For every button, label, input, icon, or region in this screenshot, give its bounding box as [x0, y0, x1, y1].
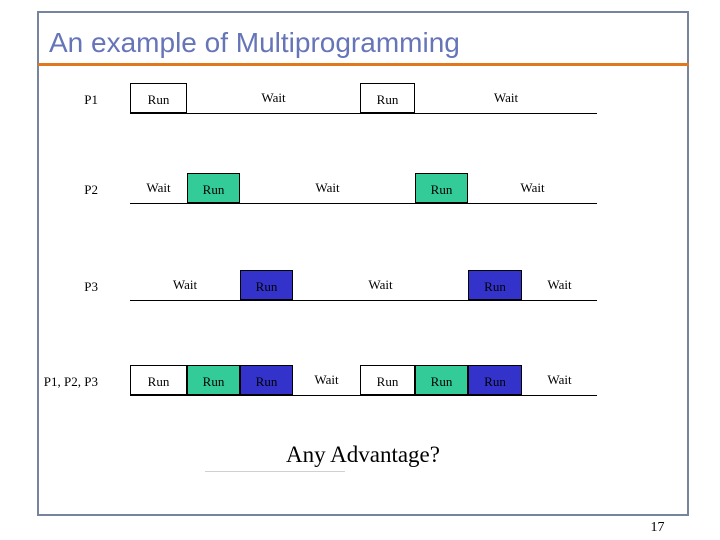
wait-label: Wait: [172, 277, 198, 292]
run-box: Run: [187, 365, 240, 395]
wait-label: Wait: [315, 180, 340, 195]
question-text: Any Advantage?: [286, 442, 440, 467]
run-box: Run: [360, 365, 415, 395]
wait-label: Wait: [314, 372, 339, 387]
row-label: P1: [84, 92, 98, 107]
run-box: Run: [130, 83, 187, 113]
wait-label: Wait: [146, 180, 171, 195]
timeline-baseline: [130, 113, 597, 114]
run-box: Run: [415, 173, 468, 203]
slide-title: An example of Multiprogramming: [49, 27, 460, 58]
run-box: Run: [187, 173, 240, 203]
placeholder-edge-line: [205, 471, 345, 472]
wait-label: Wait: [368, 277, 393, 292]
timeline-baseline: [130, 300, 597, 301]
timeline-baseline: [130, 203, 597, 204]
wait-label: Wait: [493, 90, 519, 105]
wait-label: Wait: [261, 90, 286, 105]
run-box: Run: [240, 365, 293, 395]
row-label: P3: [84, 279, 98, 294]
wait-label: Wait: [547, 372, 572, 387]
run-box: Run: [468, 270, 522, 300]
page-number: 17: [650, 520, 665, 535]
run-box: Run: [468, 365, 522, 395]
run-box: Run: [240, 270, 293, 300]
row-label: P1, P2, P3: [43, 374, 98, 389]
row-label: P2: [84, 182, 98, 197]
run-box: Run: [415, 365, 468, 395]
wait-label: Wait: [520, 180, 545, 195]
wait-label: Wait: [547, 277, 572, 292]
run-box: Run: [130, 365, 187, 395]
timeline-baseline: [130, 395, 597, 396]
title-rule: [38, 63, 689, 66]
run-box: Run: [360, 83, 415, 113]
